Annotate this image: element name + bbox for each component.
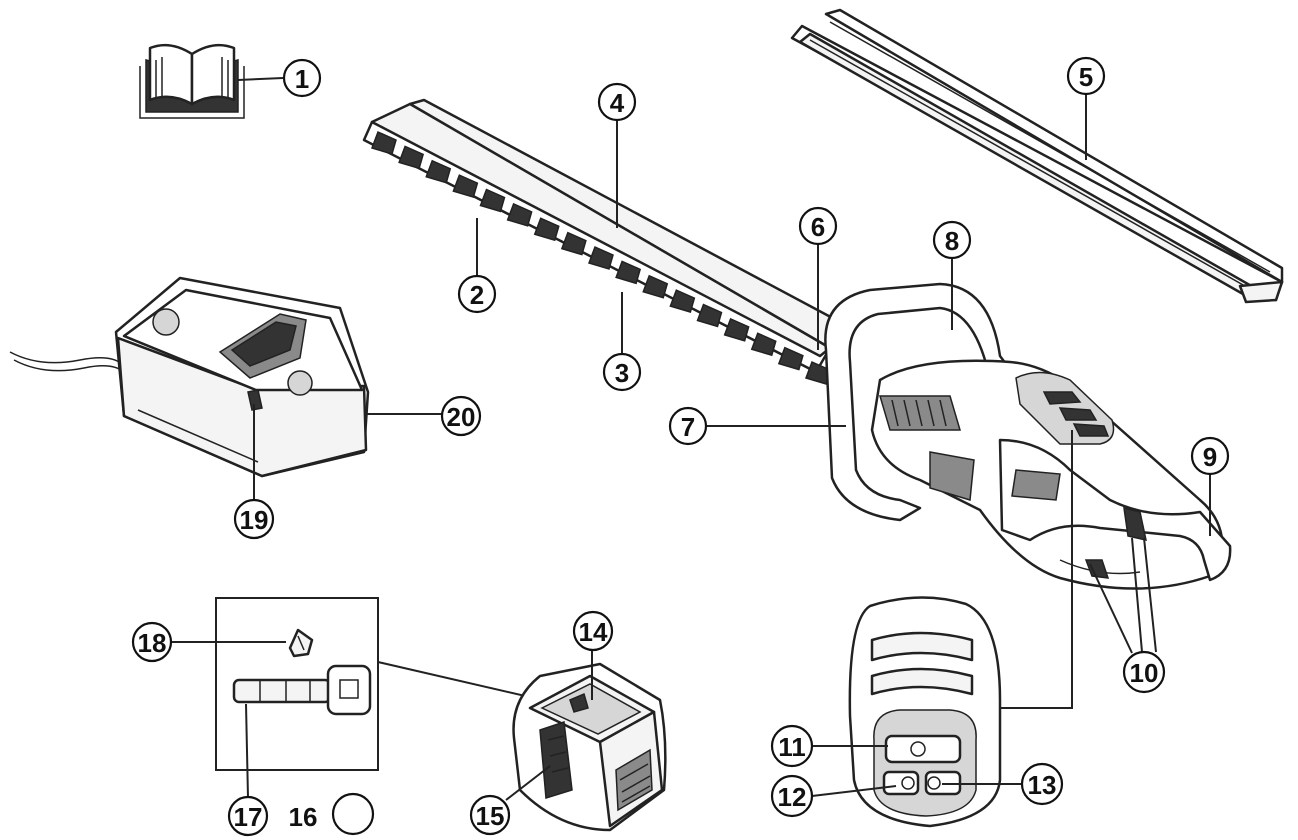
- callout-20: 20: [440, 395, 482, 437]
- callout-17: 17: [227, 795, 269, 837]
- svg-text:11: 11: [778, 732, 806, 762]
- callout-4: 4: [597, 82, 637, 122]
- svg-text:3: 3: [615, 358, 629, 388]
- battery-charger: [9, 276, 370, 478]
- leader-line-12: [811, 785, 897, 797]
- safety-key-cap: [288, 628, 314, 658]
- blade-tooth: [696, 303, 723, 328]
- callout-10: 10: [1122, 650, 1166, 694]
- safety-key: [232, 664, 372, 716]
- blade-tooth: [452, 174, 479, 199]
- blade-tooth: [533, 217, 560, 242]
- blade-tooth: [425, 159, 452, 184]
- hedge-trimmer-body: [824, 282, 1232, 590]
- svg-text:17: 17: [234, 802, 263, 832]
- leader-line-key-battery: [377, 661, 535, 699]
- svg-text:8: 8: [945, 226, 959, 256]
- svg-text:4: 4: [610, 88, 625, 118]
- leader-line-17: [245, 703, 249, 799]
- blade-tooth: [777, 346, 804, 371]
- leader-line-1: [237, 77, 284, 81]
- blade-tooth: [398, 145, 425, 170]
- svg-text:12: 12: [778, 782, 807, 812]
- blade-tooth: [750, 332, 777, 357]
- callout-15: 15: [469, 794, 511, 836]
- callout-19: 19: [233, 498, 275, 540]
- blade-tooth: [615, 260, 642, 285]
- callout-7: 7: [668, 406, 708, 446]
- leader-line-15: [505, 765, 551, 801]
- svg-text:7: 7: [681, 412, 695, 442]
- blade-tooth: [506, 202, 533, 227]
- callout-5: 5: [1066, 56, 1106, 96]
- svg-text:6: 6: [811, 212, 825, 242]
- svg-text:10: 10: [1130, 658, 1159, 688]
- callout-12: 12: [770, 774, 814, 818]
- svg-text:19: 19: [240, 505, 269, 535]
- blade-tooth: [723, 317, 750, 342]
- safety-key-inset: [215, 597, 379, 771]
- book-icon: [139, 43, 245, 119]
- leader-line-panel: [996, 430, 1073, 709]
- hedge-blade: [362, 98, 842, 385]
- blade-guard: [790, 8, 1284, 304]
- svg-text:16: 16: [289, 802, 318, 832]
- blank-circle: [331, 792, 375, 836]
- svg-text:18: 18: [138, 628, 167, 658]
- svg-text:2: 2: [470, 280, 484, 310]
- blade-tooth: [805, 360, 831, 385]
- callout-9: 9: [1190, 436, 1230, 476]
- svg-text:14: 14: [579, 617, 608, 647]
- svg-text:5: 5: [1079, 62, 1093, 92]
- svg-text:9: 9: [1203, 442, 1217, 472]
- control-panel-detail: [848, 596, 1002, 828]
- blade-tooth: [588, 245, 614, 270]
- svg-text:20: 20: [447, 402, 476, 432]
- svg-text:15: 15: [476, 801, 505, 831]
- blade-tooth: [479, 188, 506, 213]
- svg-text:1: 1: [295, 64, 309, 94]
- blade-teeth: [371, 130, 831, 385]
- leader-line-10: [1089, 537, 1157, 654]
- callout-1: 1: [282, 58, 322, 98]
- callout-3: 3: [602, 352, 642, 392]
- battery-pack: [512, 662, 667, 832]
- blade-tooth: [371, 130, 397, 155]
- blade-tooth: [669, 289, 696, 314]
- callout-2: 2: [457, 274, 497, 314]
- callout-6: 6: [798, 206, 838, 246]
- blade-tooth: [560, 231, 587, 256]
- svg-text:13: 13: [1028, 770, 1057, 800]
- callout-8: 8: [932, 220, 972, 260]
- callout-11: 11: [770, 724, 814, 768]
- callout-18: 18: [131, 621, 173, 663]
- callout-16: 16: [289, 802, 318, 832]
- blade-tooth: [642, 274, 669, 299]
- callout-13: 13: [1020, 762, 1064, 806]
- callout-14: 14: [572, 610, 614, 652]
